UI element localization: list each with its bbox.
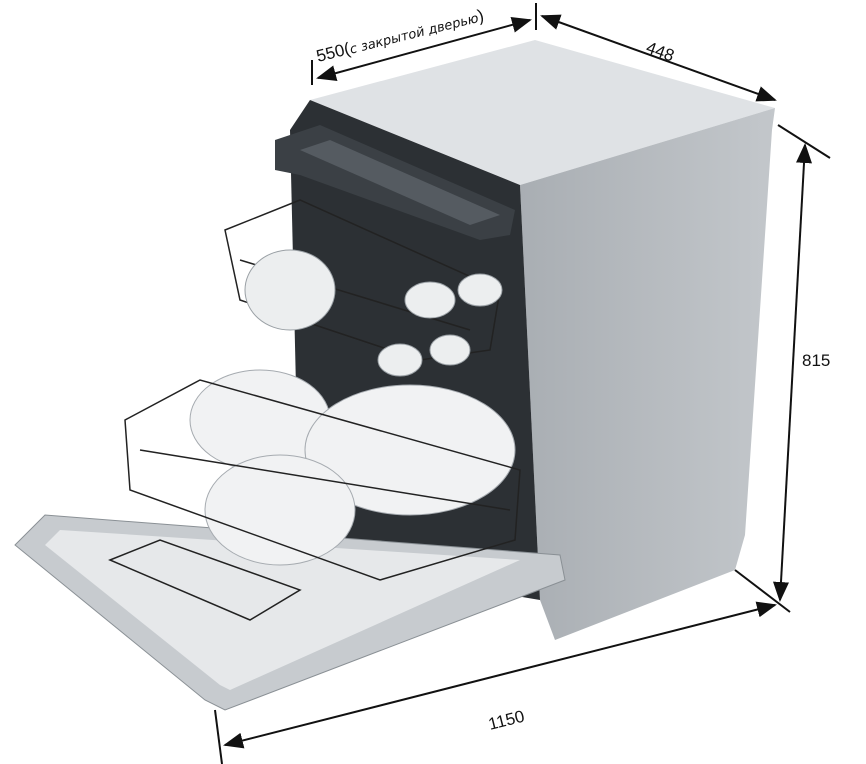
cutlery-tray — [275, 125, 515, 240]
upper-dishes — [244, 249, 503, 377]
width-value: 448 — [644, 38, 677, 66]
depth-closed-value: 550 — [314, 41, 346, 66]
depth-open-value: 1150 — [486, 707, 526, 734]
svg-text:550(с закрытой дверью): 550(с закрытой дверью) — [314, 6, 485, 66]
height-value: 815 — [802, 351, 830, 370]
cabinet-side — [520, 108, 775, 640]
lower-dishes — [189, 369, 516, 566]
dimension-lines — [214, 3, 831, 764]
lower-rack — [108, 379, 521, 621]
